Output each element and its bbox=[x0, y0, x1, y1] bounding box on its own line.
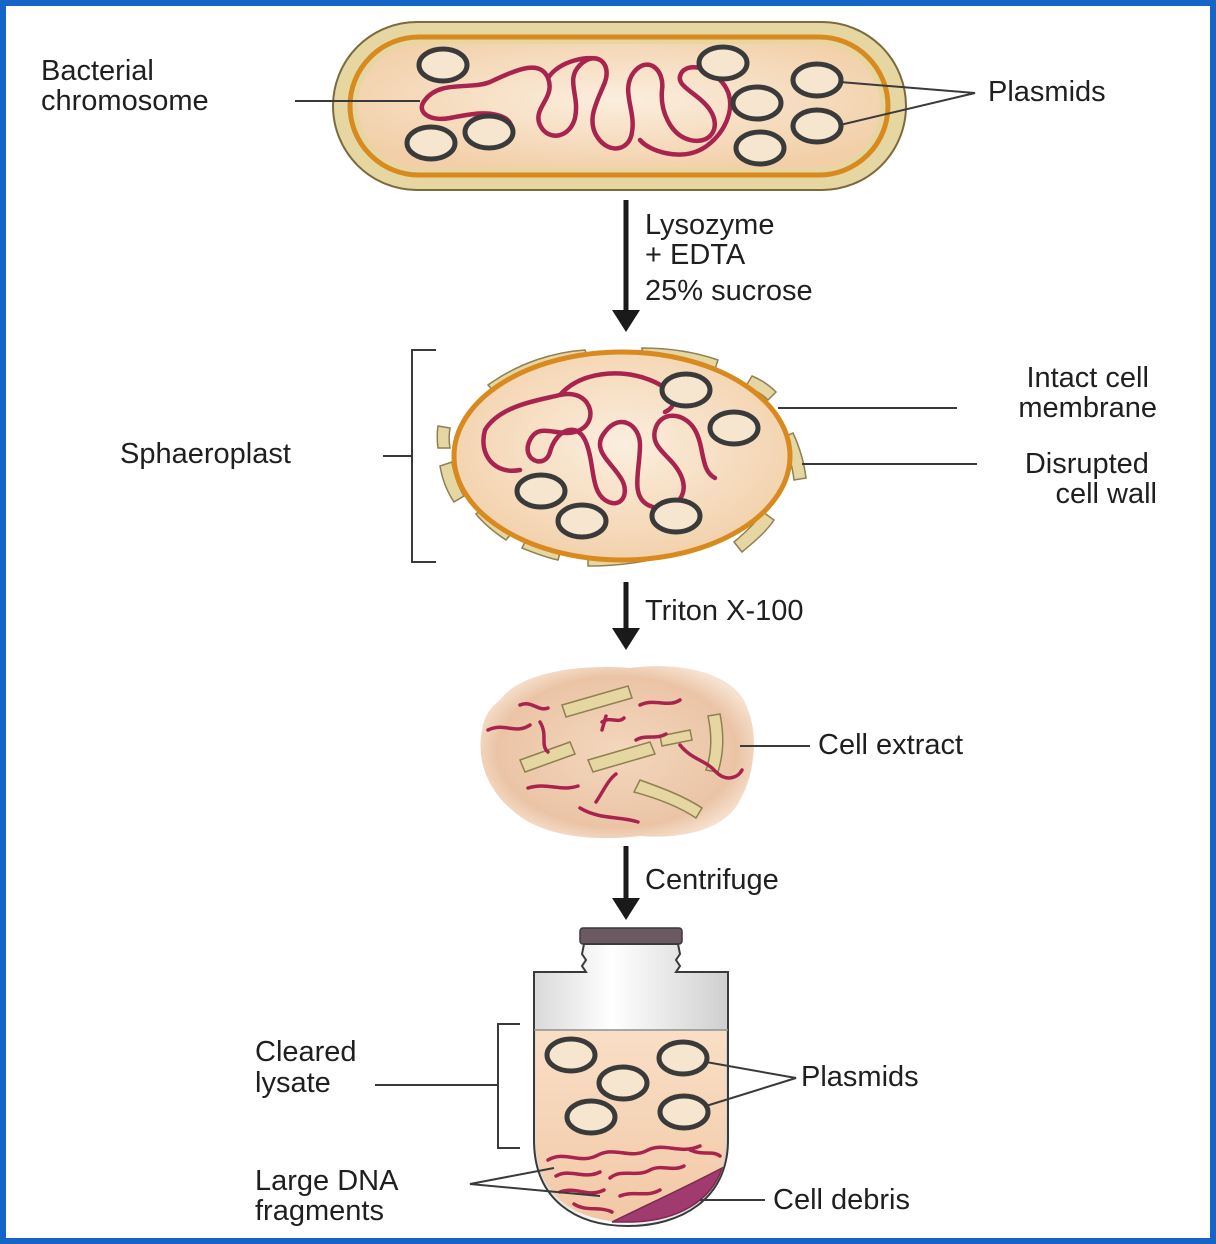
sphaeroplast-bracket bbox=[412, 350, 436, 562]
intact-membrane-label: Intact cell membrane bbox=[1018, 362, 1157, 424]
arrow-step-1 bbox=[612, 200, 640, 332]
step-3-procedure: Centrifuge bbox=[645, 864, 779, 896]
sphaeroplast-label: Sphaeroplast bbox=[120, 438, 291, 470]
bacterial-chromosome-label: Bacterial chromosome bbox=[41, 55, 209, 117]
cell-extract bbox=[480, 666, 753, 838]
sphaeroplast bbox=[437, 348, 806, 566]
cell-debris-label: Cell debris bbox=[773, 1184, 910, 1216]
centrifuge-tube bbox=[534, 928, 728, 1226]
cleared-lysate-bracket bbox=[498, 1024, 520, 1148]
arrow-step-3 bbox=[612, 846, 640, 920]
arrow-step-2 bbox=[612, 582, 640, 650]
step-2-reagent: Triton X-100 bbox=[645, 595, 804, 627]
disrupted-wall-label: Disrupted cell wall bbox=[1025, 448, 1157, 510]
step-1-reagents: Lysozyme + EDTA 25% sucrose bbox=[645, 209, 813, 307]
cell-extract-label: Cell extract bbox=[818, 729, 963, 761]
bacterial-cell bbox=[333, 22, 906, 190]
large-dna-label: Large DNA fragments bbox=[255, 1165, 405, 1227]
cleared-lysate-label: Cleared lysate bbox=[255, 1036, 365, 1099]
plasmids-top-label: Plasmids bbox=[988, 76, 1106, 108]
plasmids-bottom-label: Plasmids bbox=[801, 1061, 919, 1093]
